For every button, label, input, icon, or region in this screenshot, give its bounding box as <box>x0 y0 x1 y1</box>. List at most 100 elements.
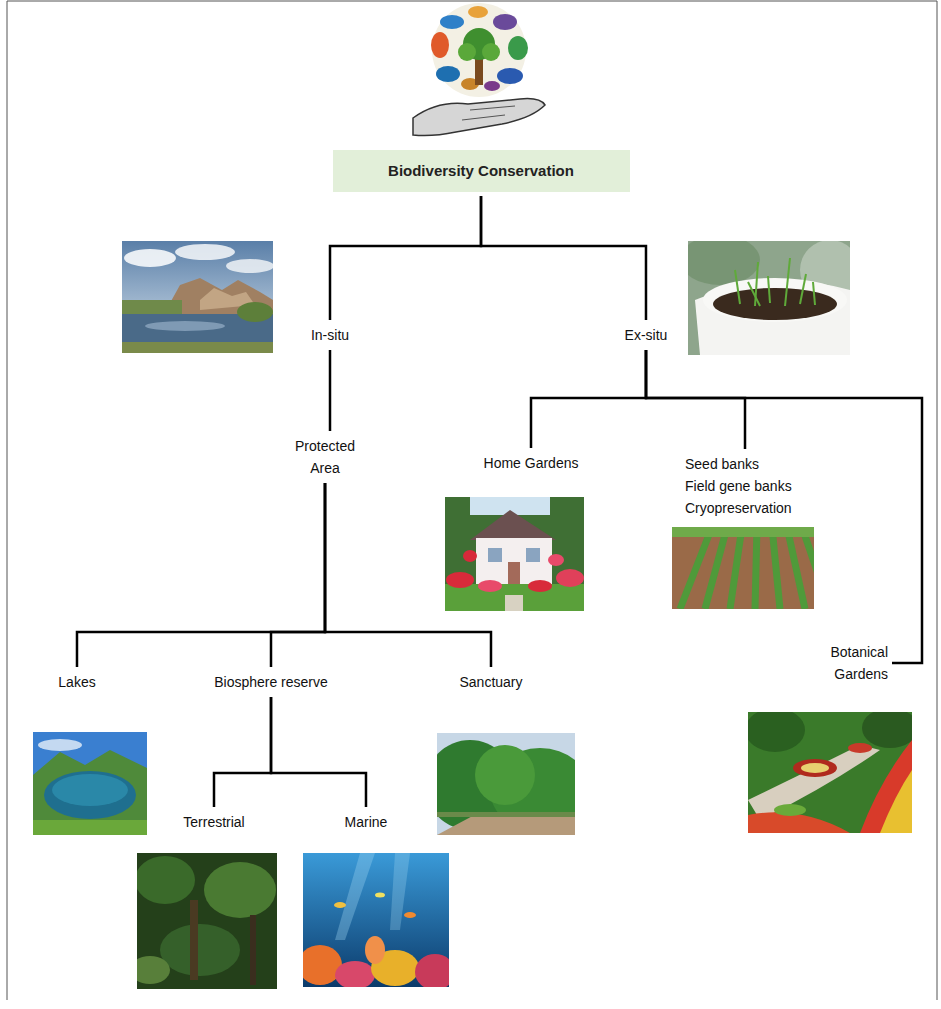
tree-connector <box>77 483 325 667</box>
sanctuary-photo-part <box>437 812 575 835</box>
terrestrial-forest-photo-part <box>204 862 276 918</box>
root-box: Biodiversity Conservation <box>333 150 630 192</box>
page-frame-part <box>937 1 938 1000</box>
category-label: Biosphere reserve <box>214 671 328 693</box>
botanical-garden-photo-part <box>860 740 912 833</box>
biodiversity-icon-part <box>484 81 500 91</box>
page-frame-part <box>7 1 937 2</box>
marine-reef-photo <box>303 853 449 987</box>
category-label: Sanctuary <box>459 671 522 693</box>
node-text: Biodiversity Conservation <box>349 160 614 182</box>
node-text: Protected Area <box>280 435 370 479</box>
category-label: Ex-situ <box>625 324 668 346</box>
home-garden-photo-part <box>476 538 552 584</box>
home-garden-photo-part <box>556 569 584 587</box>
node-text: Cryopreservation <box>685 497 792 519</box>
terrestrial-forest-photo-part <box>250 915 256 985</box>
terrestrial-forest-photo <box>137 853 277 989</box>
marine-reef-photo-part <box>375 893 385 898</box>
biodiversity-icon-part <box>462 106 515 120</box>
lake-photo-part <box>44 771 136 819</box>
node-text: Lakes <box>58 671 95 693</box>
field-gene-bank-photo <box>672 527 814 609</box>
node-text: Botanical Gardens <box>808 641 888 685</box>
page-frame-part <box>7 1 8 1000</box>
field-gene-bank-photo-part <box>672 527 814 609</box>
tree-connector <box>646 350 922 663</box>
seedling-pot-photo <box>688 241 850 355</box>
botanical-garden-photo <box>748 712 912 833</box>
field-gene-bank-photo-part <box>672 527 814 537</box>
tree-connectors <box>77 196 922 807</box>
field-gene-bank-photo-part-part <box>705 527 727 609</box>
node-text: In-situ <box>311 324 349 346</box>
seedling-pot-photo-part-part <box>748 282 760 306</box>
lake-photo-part <box>33 820 147 835</box>
terrestrial-forest-photo-part <box>137 856 195 904</box>
page-frame <box>7 1 937 1000</box>
home-garden-photo-part <box>526 548 540 562</box>
seedling-pot-photo-part-part <box>800 274 806 304</box>
seedling-pot-photo-part-part <box>768 276 770 303</box>
marine-reef-photo-part <box>365 936 385 964</box>
marine-reef-photo-part <box>390 853 410 930</box>
category-label: Seed banksField gene banksCryopreservati… <box>685 453 792 519</box>
botanical-garden-photo-part <box>748 812 850 833</box>
home-garden-photo-part <box>505 595 523 611</box>
seedling-pot-photo-part-part <box>735 270 740 304</box>
node-text: Marine <box>345 811 388 833</box>
botanical-garden-photo-part <box>880 770 912 833</box>
tree-connector <box>646 350 745 449</box>
home-garden-photo-part <box>446 572 474 588</box>
field-gene-bank-photo-part <box>680 527 814 609</box>
category-label: Home Gardens <box>484 452 579 474</box>
botanical-garden-photo-part <box>862 712 912 748</box>
botanical-garden-photo-part <box>848 743 872 753</box>
lake-photo-part <box>33 732 147 835</box>
category-label: In-situ <box>311 324 349 346</box>
field-gene-bank-photo-part-part <box>772 527 780 609</box>
field-gene-bank-photo-part-part <box>787 527 805 609</box>
landscape-photo-part <box>124 249 176 267</box>
lake-photo-part <box>33 750 147 835</box>
biodiversity-icon-part <box>468 6 488 18</box>
biodiversity-icon-part <box>508 36 528 60</box>
botanical-garden-photo-part <box>793 759 837 777</box>
home-garden-photo-part <box>445 497 584 611</box>
home-garden-photo-part <box>478 580 502 592</box>
marine-reef-photo-part <box>335 961 375 987</box>
field-gene-bank-photo-part-part <box>802 527 814 609</box>
biodiversity-icon <box>413 3 545 136</box>
node-text: Biosphere reserve <box>214 671 328 693</box>
botanical-garden-photo-part <box>748 745 880 820</box>
home-garden-photo-part <box>508 562 520 584</box>
biodiversity-icon-part <box>493 14 517 30</box>
sanctuary-photo <box>437 733 575 835</box>
node-text: Terrestrial <box>183 811 244 833</box>
home-garden-photo-part <box>463 550 477 562</box>
biodiversity-icon-part <box>436 66 460 82</box>
botanical-garden-photo-part <box>801 763 829 773</box>
botanical-garden-photo-part <box>748 712 805 752</box>
biodiversity-icon-part <box>440 15 464 29</box>
tree-connector <box>330 196 481 320</box>
landscape-photo-part <box>175 244 235 260</box>
tree-connector <box>481 196 646 320</box>
sanctuary-photo-part <box>437 812 575 817</box>
lake-photo-part <box>38 739 82 751</box>
landscape-photo-part <box>122 342 273 353</box>
biodiversity-icon-part <box>458 43 476 61</box>
node-text: Field gene banks <box>685 475 792 497</box>
home-garden-photo-part <box>488 548 502 562</box>
node-text: Ex-situ <box>625 324 668 346</box>
node-text: Seed banks <box>685 453 792 475</box>
seedling-pot-photo-part-part <box>813 282 815 305</box>
home-garden-photo-part <box>470 510 556 540</box>
terrestrial-forest-photo-part <box>190 900 198 980</box>
category-label: Marine <box>345 811 388 833</box>
node-text: Sanctuary <box>459 671 522 693</box>
terrestrial-forest-photo-part <box>160 924 240 976</box>
landscape-photo-part <box>122 241 273 353</box>
category-label: Lakes <box>58 671 95 693</box>
